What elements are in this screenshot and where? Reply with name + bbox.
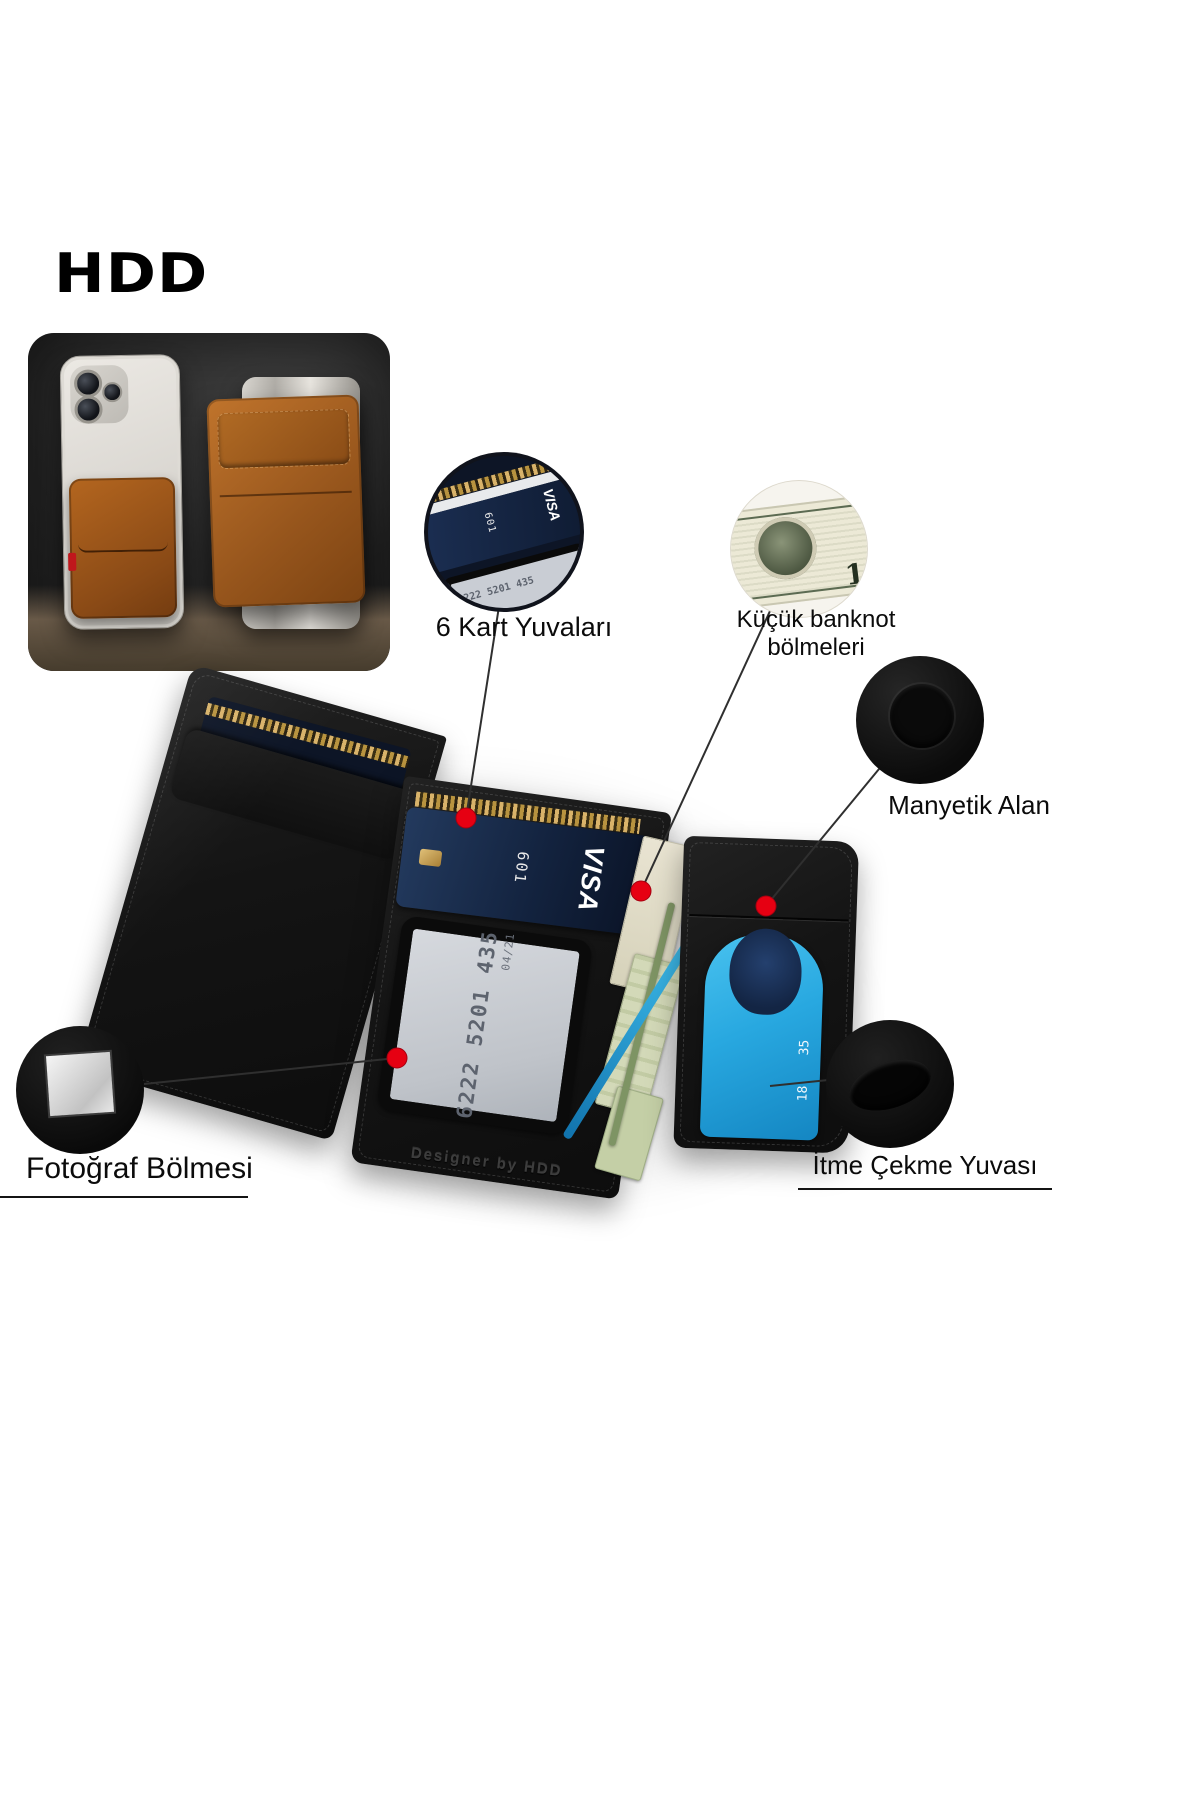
camera-lens-icon (102, 381, 123, 403)
id-card-number: 6222 5201 435 (456, 575, 536, 607)
label-banknotes: Küçük banknot bölmeleri (736, 606, 896, 661)
label-magnetic: Manyetik Alan (888, 790, 1050, 820)
callout-circle-card-slots: VISA 601 6222 5201 435 (428, 456, 580, 608)
card-chip-icon (418, 848, 443, 868)
label-underline (0, 1196, 248, 1198)
thumb-notch (728, 927, 804, 1016)
standing-card-holder (206, 394, 366, 608)
photo-window-icon (45, 1051, 115, 1117)
card-slot-seam (77, 521, 169, 553)
label-card-slots: 6 Kart Yuvaları (435, 612, 613, 642)
camera-lens-icon (74, 395, 103, 424)
brand-logo: HDD (54, 242, 209, 305)
camera-lens-icon (73, 369, 103, 398)
magnet-icon (890, 684, 954, 748)
embossed-brand-text: Designer by HDD (409, 1144, 564, 1181)
pull-slot-icon (842, 1050, 938, 1120)
label-underline (798, 1188, 1052, 1190)
magsafe-card-holder-on-phone (68, 477, 178, 619)
dollar-bill: 10 (731, 492, 867, 612)
flap-seam (689, 913, 849, 922)
label-push-pull: İtme Çekme Yuvası (812, 1150, 1038, 1180)
callout-circle-magnetic (856, 656, 984, 784)
brand-tag (68, 552, 77, 571)
blue-card-in-pull-slot: 35 18 (699, 927, 825, 1141)
visa-logo: VISA (572, 843, 611, 915)
id-window: 6222 5201 435 04/21 (375, 914, 594, 1136)
phone-camera-module (69, 364, 129, 424)
bill-denomination: 10 (843, 554, 867, 592)
blue-card-digits: 35 (797, 1039, 813, 1056)
callout-circle-push-pull (826, 1020, 954, 1148)
callout-circle-photo (16, 1026, 144, 1154)
phone (59, 353, 185, 631)
visa-card-number: 601 (510, 850, 533, 886)
card-slot (216, 408, 351, 470)
visa-card-number: 601 (481, 511, 498, 535)
visa-logo: VISA (540, 486, 565, 523)
blue-card-digits: 18 (795, 1085, 812, 1102)
callout-circle-banknote: 10 (731, 481, 867, 617)
card-slots-closeup: VISA 601 6222 5201 435 (428, 456, 580, 608)
label-photo: Fotoğraf Bölmesi (26, 1152, 253, 1185)
card-slot-seam (219, 490, 352, 498)
hero-product-photo (28, 333, 390, 671)
id-card: 6222 5201 435 04/21 (452, 928, 517, 1122)
